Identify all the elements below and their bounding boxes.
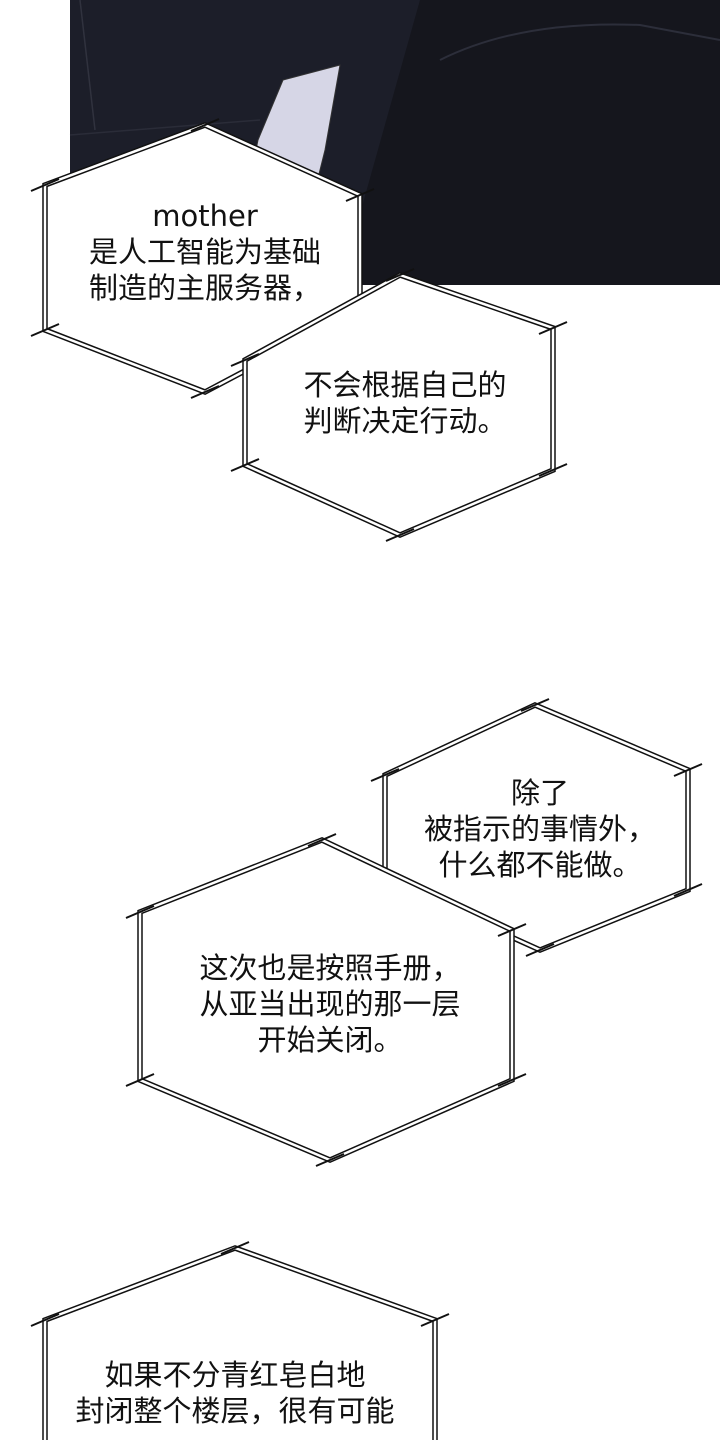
bubble-line: 这次也是按照手册， xyxy=(199,951,461,985)
speech-bubble-5 xyxy=(45,1248,435,1440)
bubble-line: 除了 xyxy=(510,776,569,810)
bubble-corner-mark xyxy=(497,1073,527,1087)
speech-bubble-5 xyxy=(43,1246,437,1440)
bubble-corner-mark xyxy=(307,833,337,847)
bubble-4-text: 这次也是按照手册， 从亚当出现的那一层 开始关闭。 xyxy=(160,950,500,1058)
bubble-corner-mark xyxy=(538,463,568,477)
bubble-line: 判断决定行动。 xyxy=(303,404,507,438)
bubble-line: 开始关闭。 xyxy=(257,1023,403,1057)
bubble-corner-mark xyxy=(125,905,155,919)
bubble-line: 被指示的事情外， xyxy=(423,812,656,846)
bubble-corner-mark xyxy=(345,188,375,202)
bubble-line: 不会根据自己的 xyxy=(303,368,507,402)
bubble-corner-mark xyxy=(30,323,60,337)
bubble-corner-mark xyxy=(125,1073,155,1087)
bubble-corner-mark xyxy=(370,768,400,782)
bubble-corner-mark xyxy=(315,1153,345,1167)
bubble-line: 什么都不能做。 xyxy=(438,848,642,882)
speech-bubble-shapes xyxy=(30,118,703,1440)
bubble-line: mother xyxy=(152,199,258,233)
bubble-corner-mark xyxy=(385,528,415,542)
bubble-corner-mark xyxy=(525,943,555,957)
bubble-corner-mark xyxy=(230,353,260,367)
bubble-5-text: 如果不分青红皂白地 封闭整个楼层，很有可能 xyxy=(55,1357,415,1429)
speech-bubble-2 xyxy=(245,275,553,535)
bubble-corner-mark xyxy=(190,118,220,132)
bubble-2-text: 不会根据自己的 判断决定行动。 xyxy=(260,367,550,439)
bubble-corner-mark xyxy=(538,321,568,335)
speech-bubble-4 xyxy=(140,840,512,1160)
bubble-corner-mark xyxy=(30,1313,60,1327)
bubble-line: 封闭整个楼层，很有可能 xyxy=(75,1394,395,1428)
bubble-corner-mark xyxy=(385,268,415,282)
bubble-1-text: mother 是人工智能为基础 制造的主服务器， xyxy=(60,198,350,306)
bubble-corner-mark xyxy=(520,698,550,712)
speech-bubble-3 xyxy=(385,705,688,950)
bubble-corner-mark xyxy=(30,178,60,192)
bubble-corner-mark xyxy=(673,763,703,777)
bubble-line: 从亚当出现的那一层 xyxy=(199,987,461,1021)
bubble-corner-mark xyxy=(220,1241,250,1255)
bubble-corner-mark xyxy=(230,458,260,472)
speech-bubble-1 xyxy=(45,125,360,392)
bubble-corner-mark xyxy=(420,1313,450,1327)
bubble-corner-mark xyxy=(497,923,527,937)
bubble-line: 如果不分青红皂白地 xyxy=(104,1358,366,1392)
bubble-3-text: 除了 被指示的事情外， 什么都不能做。 xyxy=(395,775,685,883)
bubble-corner-mark xyxy=(190,385,220,399)
bubble-line: 制造的主服务器， xyxy=(88,271,321,305)
bubble-line: 是人工智能为基础 xyxy=(88,235,321,269)
bubble-corner-mark xyxy=(673,883,703,897)
